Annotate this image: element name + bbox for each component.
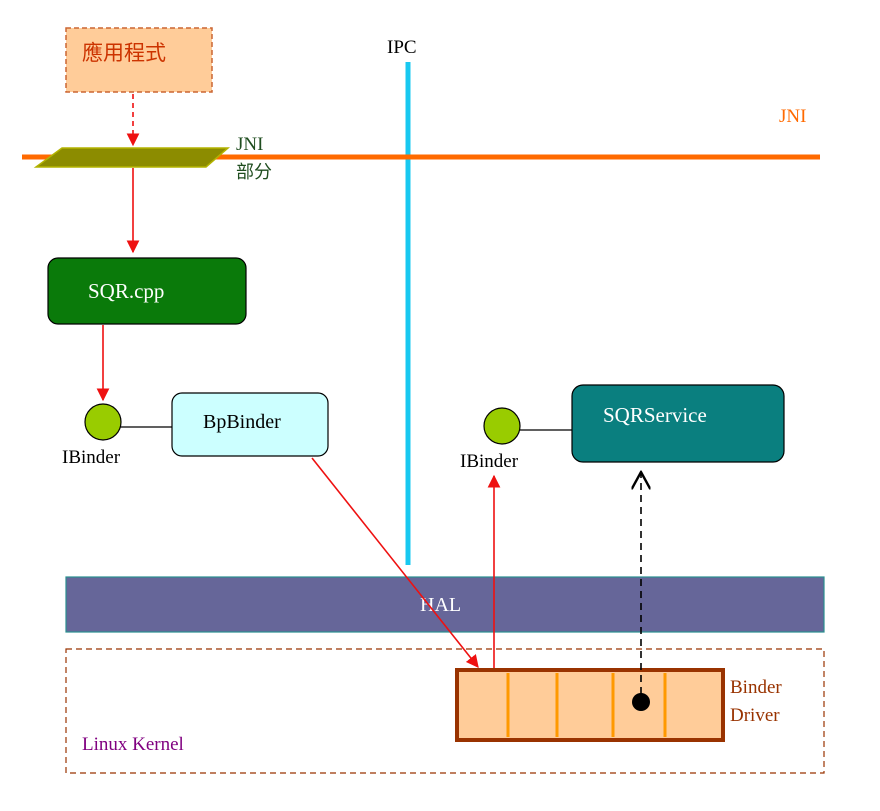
bpbinder-box[interactable]: [171, 392, 329, 457]
binder-driver-thread-dot: [632, 693, 650, 711]
client-ibinder-circle[interactable]: [84, 403, 122, 441]
app-box[interactable]: [65, 27, 213, 93]
linux-kernel-label: Linux Kernel: [82, 734, 184, 755]
ipc-label: IPC: [387, 37, 417, 58]
linux-kernel-region: [65, 648, 825, 774]
client-ibinder-label: IBinder: [62, 447, 121, 468]
binder-driver-label-line2: Driver: [730, 705, 780, 726]
server-ibinder-circle[interactable]: [483, 407, 521, 445]
hal-label: HAL: [420, 594, 461, 616]
bpbinder-to-driver-arrow: [311, 457, 479, 669]
server-ibinder-label: IBinder: [460, 451, 519, 472]
bpbinder-label: BpBinder: [203, 411, 281, 433]
hal-bar[interactable]: [65, 576, 825, 633]
jni-right-label: JNI: [779, 106, 806, 127]
sqrservice-label: SQRService: [603, 403, 707, 427]
binder-driver-label-line1: Binder: [730, 677, 782, 698]
jni-bridge[interactable]: [33, 147, 231, 168]
app-label: 應用程式: [82, 41, 166, 65]
sqrservice-box[interactable]: [571, 384, 785, 463]
binder-driver-box[interactable]: [455, 668, 725, 742]
jni-part-label-line2: 部分: [236, 162, 272, 183]
sqr-cpp-label: SQR.cpp: [88, 279, 164, 303]
jni-part-label-line1: JNI: [236, 134, 263, 155]
sqr-cpp-box[interactable]: [47, 257, 247, 325]
